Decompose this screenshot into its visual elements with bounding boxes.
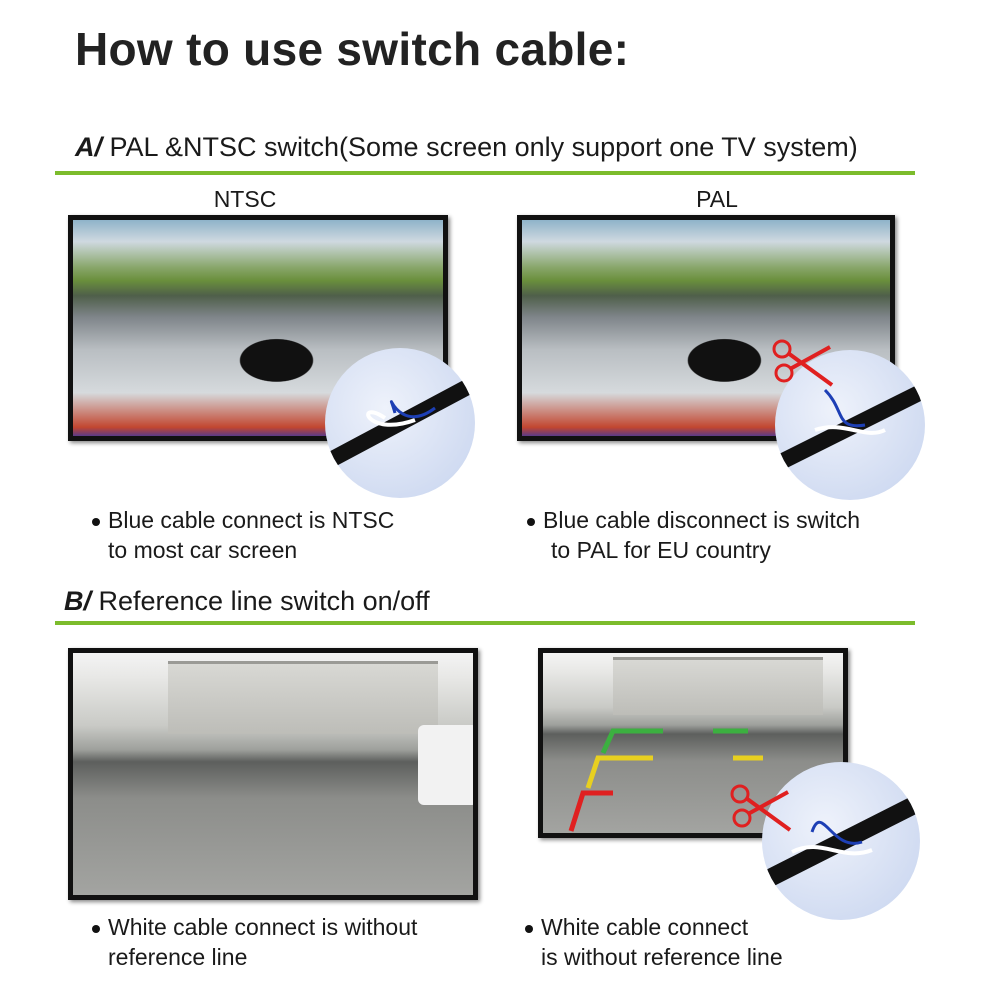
section-a-prefix: A/ — [75, 132, 102, 162]
ntsc-camera-image — [68, 215, 448, 441]
divider — [55, 621, 915, 625]
note-line: Blue cable connect is NTSC — [108, 507, 395, 533]
pal-note: Blue cable disconnect is switch to PAL fo… — [527, 505, 860, 565]
building-image — [168, 661, 438, 734]
note-line: is without reference line — [541, 944, 783, 970]
section-b-text: Reference line switch on/off — [91, 586, 430, 616]
guideline-overlay — [568, 728, 763, 832]
no-guideline-note: White cable connect is without reference … — [92, 912, 417, 972]
section-b-prefix: B/ — [64, 586, 91, 616]
section-a-text: PAL &NTSC switch(Some screen only suppor… — [102, 132, 858, 162]
note-line: to most car screen — [108, 537, 298, 563]
ntsc-label: NTSC — [213, 186, 277, 212]
truck-image — [418, 725, 473, 805]
cable-wire-icon — [325, 375, 475, 471]
scissors-icon — [772, 339, 834, 387]
note-line: reference line — [108, 944, 248, 970]
ntsc-note: Blue cable connect is NTSC to most car sc… — [92, 505, 394, 565]
note-line: White cable connect — [541, 914, 749, 940]
divider — [55, 171, 915, 175]
camera-image-no-guideline — [68, 648, 478, 900]
page-title: How to use switch cable: — [75, 23, 630, 75]
cable-wire-icon — [762, 793, 920, 891]
note-line: Blue cable disconnect is switch — [543, 507, 861, 533]
cable-cut-closeup-image — [762, 762, 920, 920]
building-image — [613, 657, 823, 715]
cable-cut-closeup-image — [775, 350, 925, 500]
section-b-heading: B/ Reference line switch on/off — [64, 586, 430, 617]
cable-wire-icon — [775, 382, 925, 473]
note-line: to PAL for EU country — [551, 537, 771, 563]
pal-label: PAL — [696, 186, 738, 212]
scissors-icon — [730, 784, 792, 832]
cable-closeup-image — [325, 348, 475, 498]
section-a-heading: A/ PAL &NTSC switch(Some screen only sup… — [75, 132, 858, 163]
guideline-note: White cable connect is without reference … — [525, 912, 783, 972]
note-line: White cable connect is without — [108, 914, 418, 940]
